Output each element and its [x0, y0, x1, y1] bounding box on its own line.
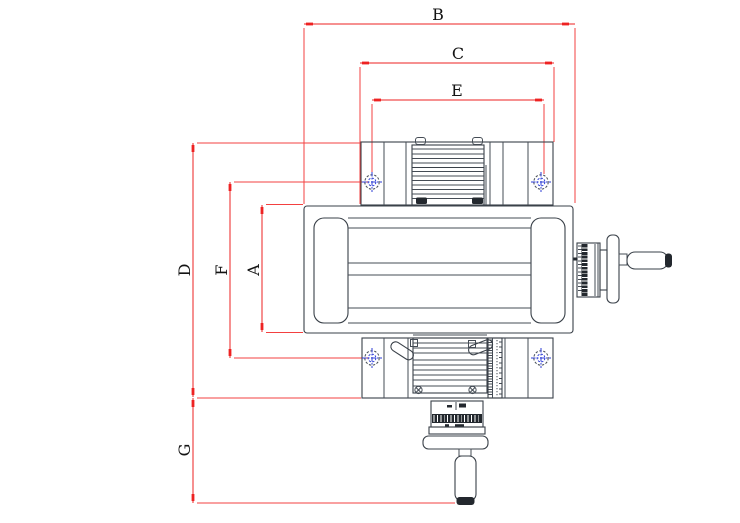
handwheel-disc: [606, 234, 620, 304]
dimension-C: C: [359, 44, 555, 204]
dial-flange-bottom: [428, 426, 486, 435]
graduation-ticks: [433, 415, 479, 422]
dim-label-F: F: [212, 264, 231, 275]
dim-label-B: B: [432, 5, 444, 24]
dim-label-D: D: [175, 264, 194, 277]
dimension-E: E: [371, 81, 545, 174]
handle-end-cap-bottom: [456, 497, 475, 505]
dimension-B: B: [303, 5, 576, 204]
dial-flange: [599, 249, 608, 291]
bellows-ribs-bottom: [413, 347, 487, 381]
bellows-screws: [414, 385, 477, 395]
dimension-G: G: [175, 398, 455, 504]
bottom-crossfeed-assembly: [422, 400, 489, 505]
dimension-D: D: [175, 142, 361, 399]
table-end-cap-right: [530, 217, 566, 324]
graduation-band: [432, 414, 482, 423]
top-bellows-cover: [411, 137, 487, 206]
table-t-slots: [348, 217, 531, 324]
top-saddle-plate: [360, 141, 554, 206]
dim-label-C: C: [452, 44, 464, 63]
dimension-F: F: [212, 181, 369, 359]
handle-neck: [458, 448, 472, 457]
dimension-A: A: [244, 204, 303, 333]
mounting-holes: [362, 172, 551, 368]
right-handwheel-assembly: [573, 234, 672, 304]
work-table: [303, 205, 574, 334]
dim-label-E: E: [451, 81, 463, 100]
handle-end-cap: [665, 253, 672, 268]
right-graduated-dial: [576, 242, 601, 298]
clamp-lever-left: [390, 341, 414, 361]
handwheel-disc-bottom: [422, 435, 489, 450]
clamp-lever-right: [468, 339, 494, 356]
bottom-bellows-cover: [390, 334, 494, 395]
dim-label-G: G: [175, 444, 194, 457]
cross-slide-scale: [487, 337, 503, 399]
lever-pivot-left: [410, 339, 418, 347]
table-end-cap-left: [313, 217, 349, 324]
right-dial-ticks: [577, 245, 588, 293]
bellows-ribs: [412, 153, 484, 199]
handle-shaft: [618, 253, 628, 266]
handle-grip-right: [626, 251, 669, 270]
handle-grip-bottom: [454, 455, 477, 502]
dim-label-A: A: [244, 264, 263, 277]
